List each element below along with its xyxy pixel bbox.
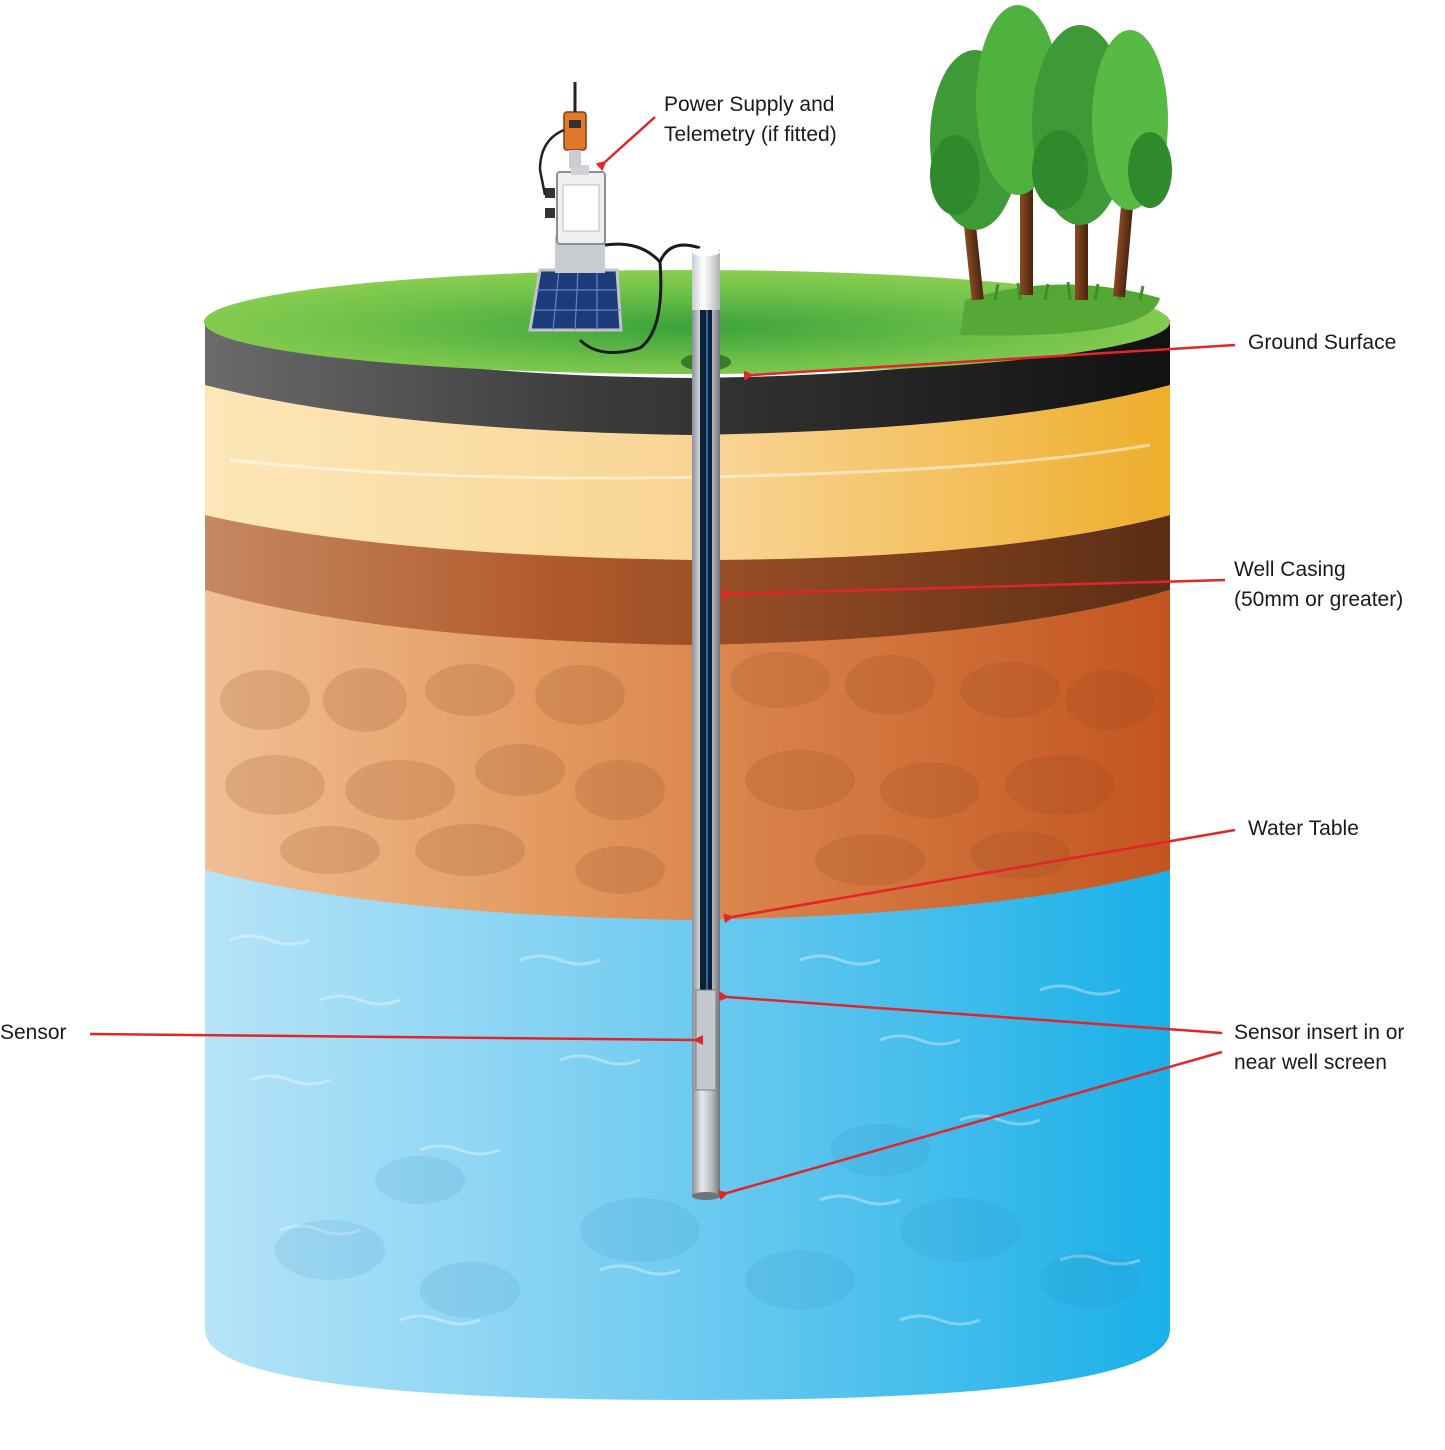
- sensor-insert-label: Sensor insert in or near well screen: [1234, 1018, 1404, 1078]
- ground-surface-label: Ground Surface: [1248, 328, 1396, 358]
- sensor-insert-label-line-1: Sensor insert in or: [1234, 1021, 1405, 1044]
- ground-surface-arrow: [743, 343, 1236, 381]
- sensor-insert-label-line-2: near well screen: [1234, 1051, 1387, 1074]
- well-casing-arrow: [721, 578, 1226, 600]
- telemetry-unit: [528, 82, 623, 332]
- callout-arrows: [89, 116, 1236, 1201]
- water-table-arrow: [723, 828, 1236, 924]
- well-casing-label-line-1: Well Casing: [1234, 558, 1346, 581]
- water-ripples: [229, 934, 1141, 1326]
- topsoil-layer: [205, 320, 1170, 435]
- ground-surface-label-text: Ground Surface: [1248, 331, 1397, 354]
- well-casing-label-line-2: (50mm or greater): [1234, 588, 1404, 611]
- trees: [930, 5, 1172, 336]
- sand-highlight: [229, 443, 1151, 480]
- sensor-label-text: Sensor: [0, 1021, 67, 1044]
- rock-stones: [220, 652, 1155, 894]
- power-supply-label-line-1: Power Supply and: [664, 93, 835, 116]
- sensor-cable: [578, 242, 701, 354]
- sensor-insert-arrow-lower: [717, 1050, 1223, 1201]
- well-casing-label: Well Casing (50mm or greater): [1234, 555, 1403, 615]
- grass-surface: [204, 270, 1170, 374]
- water-table-label: Water Table: [1248, 814, 1359, 844]
- power-supply-label: Power Supply and Telemetry (if fitted): [664, 90, 837, 150]
- water-layer: [205, 870, 1170, 1400]
- rock-layer: [205, 590, 1170, 920]
- power-supply-label-line-2: Telemetry (if fitted): [664, 123, 837, 146]
- water-table-label-text: Water Table: [1248, 817, 1359, 840]
- well-casing: [681, 248, 731, 1200]
- sensor-label: Sensor: [0, 1018, 67, 1048]
- sensor-arrow: [89, 1032, 704, 1046]
- sand-layer: [205, 385, 1170, 560]
- sensor-insert-arrow-upper: [718, 991, 1223, 1035]
- power-supply-arrow: [595, 116, 656, 172]
- water-stones: [275, 1124, 1140, 1318]
